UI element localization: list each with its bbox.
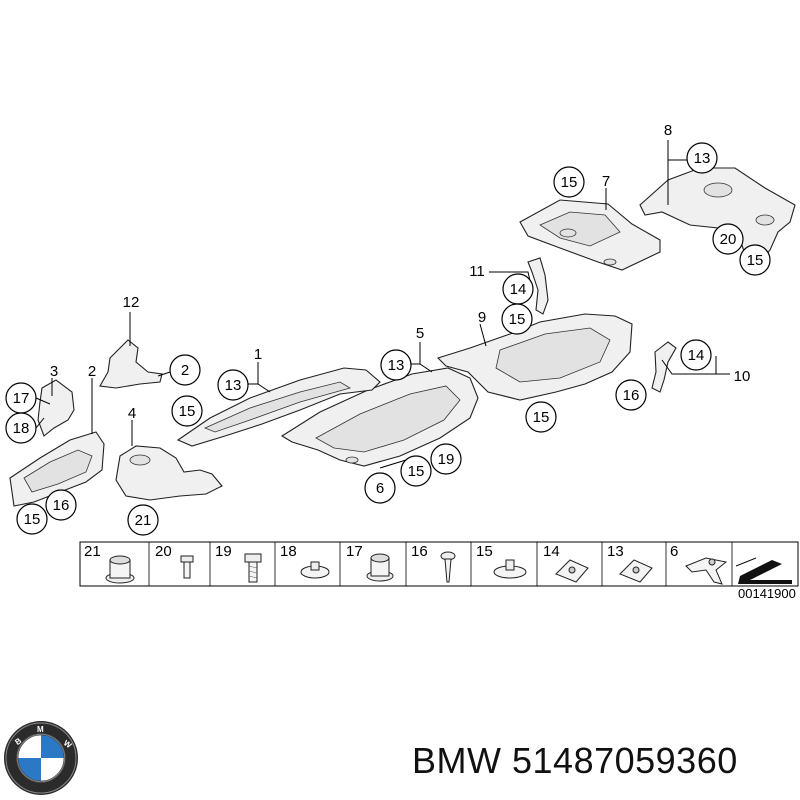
legend-label: 13 — [607, 543, 624, 560]
callout-label: 11 — [469, 263, 485, 280]
arrow-icon — [735, 557, 792, 584]
callout-label: 7 — [602, 173, 610, 190]
part-1-heat-shield — [176, 367, 381, 447]
callout-circle — [553, 166, 585, 198]
callout-circle — [430, 443, 462, 475]
callout-label: 15 — [408, 463, 425, 480]
callout-label: 15 — [561, 174, 578, 191]
callout-circle — [16, 503, 48, 535]
callout-label: 15 — [24, 511, 41, 528]
callout-label: 18 — [13, 420, 30, 437]
part-8-heat-shield — [639, 167, 796, 266]
callout-label: 15 — [533, 409, 550, 426]
callout-circle — [615, 379, 647, 411]
callout-label: 2 — [181, 362, 189, 379]
callout-label: 14 — [510, 281, 527, 298]
bolt-icon — [244, 553, 262, 583]
part-12-bracket — [99, 339, 163, 389]
part-5-heat-shield — [280, 367, 479, 467]
callout-label: 10 — [734, 368, 751, 385]
callout-label: 16 — [53, 497, 70, 514]
brand-part-number: BMW 51487059360 — [412, 740, 792, 782]
part-11-bracket — [527, 257, 549, 315]
callout-labels: 8 13 15 7 20 15 11 14 15 12 9 5 1 2 13 1… — [13, 122, 764, 529]
legend-label: 21 — [84, 543, 101, 560]
callout-circle — [169, 354, 201, 386]
callout-label: 16 — [623, 387, 640, 404]
callout-label: 17 — [13, 390, 30, 407]
callout-label: 4 — [128, 405, 136, 422]
svg-text:B: B — [13, 736, 23, 747]
callout-circle — [364, 472, 396, 504]
callouts — [5, 142, 771, 536]
callout-label: 14 — [688, 347, 705, 364]
callout-circle — [501, 303, 533, 335]
callout-circle — [5, 412, 37, 444]
nut-icon — [366, 553, 394, 582]
bracket-icon — [685, 557, 728, 585]
legend-label: 15 — [476, 543, 493, 560]
callout-label: 1 — [254, 346, 262, 363]
part-number: 51487059360 — [512, 740, 738, 781]
callout-circle — [380, 349, 412, 381]
svg-text:W: W — [62, 738, 74, 750]
callout-circle — [127, 504, 159, 536]
callout-circle — [712, 223, 744, 255]
legend-label: 14 — [543, 543, 560, 560]
svg-text:M: M — [37, 725, 44, 734]
legend-label: 16 — [411, 543, 428, 560]
callout-label: 2 — [88, 363, 96, 380]
legend-label: 6 — [670, 543, 678, 560]
part-7-heat-shield — [519, 199, 661, 271]
legend-label: 17 — [346, 543, 363, 560]
part-2-heat-shield — [9, 431, 105, 507]
clip-nut-icon — [619, 559, 653, 583]
callout-label: 19 — [438, 451, 455, 468]
callout-label: 3 — [50, 363, 58, 380]
washer-icon — [493, 559, 527, 579]
callout-label: 21 — [135, 512, 152, 529]
callout-label: 13 — [388, 357, 405, 374]
legend-label: 18 — [280, 543, 297, 560]
callout-label: 13 — [225, 377, 242, 394]
legend-label: 19 — [215, 543, 232, 560]
callout-label: 13 — [694, 150, 711, 167]
callout-circle — [739, 244, 771, 276]
screw-icon — [440, 551, 456, 583]
nut-icon — [105, 555, 135, 584]
bolt-icon — [180, 555, 194, 579]
diagram-code: 00141900 — [738, 586, 796, 601]
callout-circle — [171, 395, 203, 427]
legend-label: 20 — [155, 543, 172, 560]
callout-label: 20 — [720, 231, 737, 248]
callout-label: 5 — [416, 325, 424, 342]
callout-circle — [680, 339, 712, 371]
brand-name: BMW — [412, 740, 502, 781]
part-10-bracket — [651, 341, 677, 393]
callout-label: 15 — [509, 311, 526, 328]
callout-circle — [400, 455, 432, 487]
bmw-roundel-icon: B M W — [4, 721, 78, 795]
callout-circle — [686, 142, 718, 174]
callout-circle — [217, 369, 249, 401]
fastener-legend: 21 20 19 18 17 16 15 14 13 6 — [79, 541, 799, 587]
part-4-heat-shield — [115, 445, 223, 501]
callout-label: 12 — [123, 294, 140, 311]
callout-label: 6 — [376, 480, 384, 497]
part-3-heat-shield — [37, 379, 75, 437]
washer-icon — [300, 561, 330, 579]
callout-label: 9 — [478, 309, 486, 326]
callout-label: 15 — [179, 403, 196, 420]
callout-label: 8 — [664, 122, 672, 139]
callout-circle — [45, 489, 77, 521]
callout-circle — [525, 401, 557, 433]
callout-label: 15 — [747, 252, 764, 269]
clip-nut-icon — [555, 559, 589, 583]
